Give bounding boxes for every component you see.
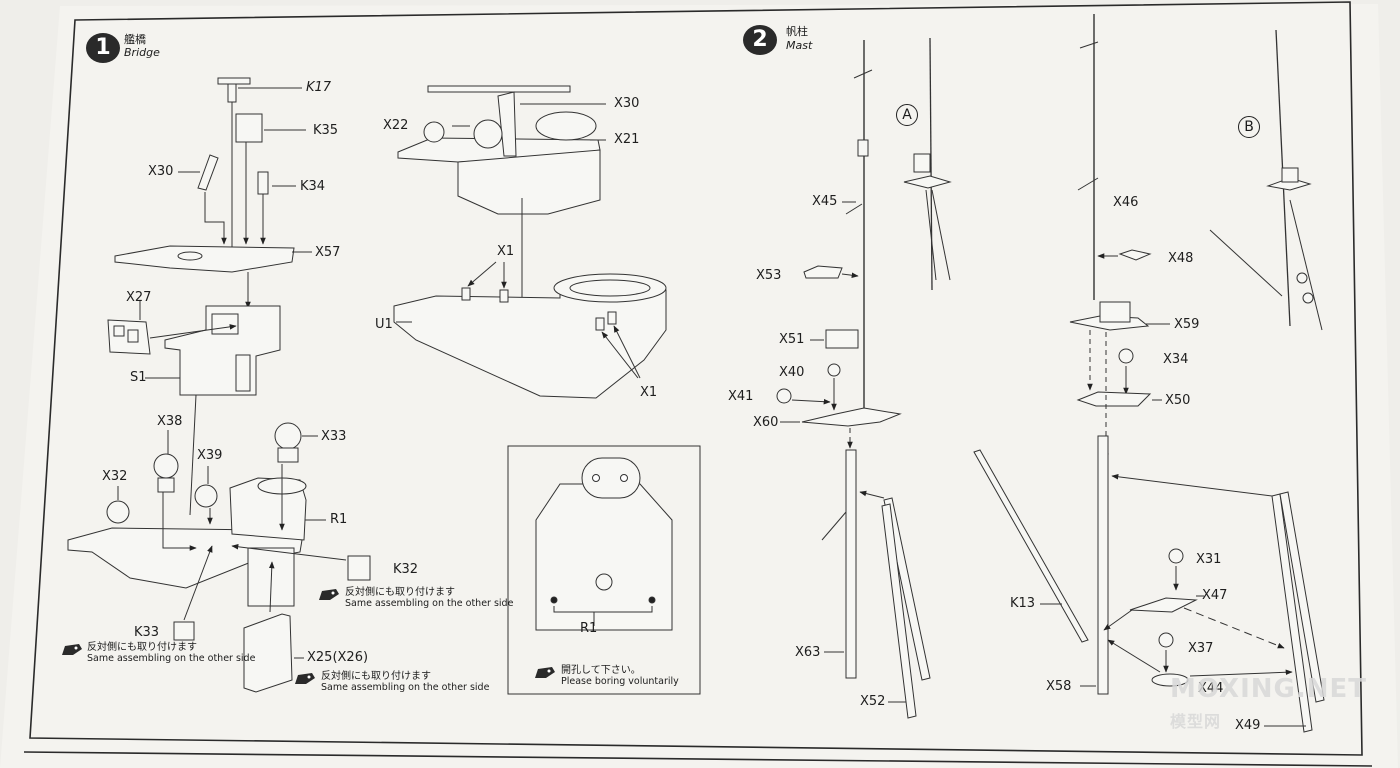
- part-label-x21: X21: [614, 132, 640, 147]
- step-2-title-en: Mast: [786, 39, 813, 52]
- note-jp: 反対側にも取り付けます: [345, 587, 455, 598]
- part-label-x59: X59: [1174, 317, 1200, 332]
- note-en: Same assembling on the other side: [87, 653, 256, 664]
- part-label-x1-lower: X1: [640, 385, 658, 400]
- part-label-x53: X53: [756, 268, 782, 283]
- part-label-k33: K33: [134, 625, 160, 640]
- part-label-x49: X49: [1235, 718, 1261, 733]
- part-label-x30-bridge: X30: [148, 164, 174, 179]
- hand-drill-icon: [295, 673, 315, 684]
- part-label-k13: K13: [1010, 596, 1036, 611]
- part-label-x30-upper: X30: [614, 96, 640, 111]
- variant-a-marker: A: [896, 104, 918, 126]
- step-1-title-en: Bridge: [124, 46, 160, 59]
- part-label-x57: X57: [315, 245, 341, 260]
- part-label-x47: X47: [1202, 588, 1228, 603]
- note-en: Same assembling on the other side: [345, 598, 514, 609]
- part-label-u1: U1: [375, 317, 393, 332]
- part-label-x37: X37: [1188, 641, 1214, 656]
- part-label-x60: X60: [753, 415, 779, 430]
- note-boring-jp: 開孔して下さい。: [561, 665, 641, 676]
- part-label-x45: X45: [812, 194, 838, 209]
- part-label-r1: R1: [330, 512, 348, 527]
- part-label-x58: X58: [1046, 679, 1072, 694]
- part-label-k32: K32: [393, 562, 419, 577]
- step-2-badge: 2: [743, 25, 777, 55]
- part-label-x1-upper: X1: [497, 244, 515, 259]
- part-label-x27: X27: [126, 290, 152, 305]
- note-en: Same assembling on the other side: [321, 682, 490, 693]
- part-label-x39: X39: [197, 448, 223, 463]
- variant-b-marker: B: [1238, 116, 1260, 138]
- step-2-title-jp: 帆柱: [786, 25, 808, 38]
- hand-drill-icon: [319, 589, 339, 600]
- part-label-x32: X32: [102, 469, 128, 484]
- part-label-x50: X50: [1165, 393, 1191, 408]
- part-label-x46: X46: [1113, 195, 1139, 210]
- part-label-x40: X40: [779, 365, 805, 380]
- part-label-x41: X41: [728, 389, 754, 404]
- hand-drill-icon: [535, 667, 555, 678]
- part-label-k17: K17: [306, 80, 332, 95]
- watermark-subtext: 模型网: [1170, 712, 1222, 731]
- part-label-s1: S1: [130, 370, 147, 385]
- part-label-x52: X52: [860, 694, 886, 709]
- part-label-x33: X33: [321, 429, 347, 444]
- part-label-x25-x26: X25(X26): [307, 650, 369, 665]
- note-jp: 反対側にも取り付けます: [321, 671, 431, 682]
- part-label-x31: X31: [1196, 552, 1222, 567]
- part-label-x63: X63: [795, 645, 821, 660]
- part-label-k34: K34: [300, 179, 326, 194]
- part-label-k35: K35: [313, 123, 339, 138]
- part-label-x48: X48: [1168, 251, 1194, 266]
- panel-frame: [23, 1, 1373, 767]
- note-boring-en: Please boring voluntarily: [561, 676, 679, 687]
- inset-label-r1: R1: [580, 621, 598, 636]
- part-label-x22: X22: [383, 118, 409, 133]
- part-label-x51: X51: [779, 332, 805, 347]
- step-1-title-jp: 艦橋: [124, 33, 146, 46]
- note-boring: 開孔して下さい。Please boring voluntarily: [561, 665, 679, 687]
- part-label-x34: X34: [1163, 352, 1189, 367]
- hand-drill-icon: [62, 644, 82, 655]
- note-jp: 反対側にも取り付けます: [87, 642, 197, 653]
- part-label-x44: X44: [1198, 681, 1224, 696]
- step-1-badge: 1: [86, 33, 120, 63]
- part-label-x38: X38: [157, 414, 183, 429]
- watermark-text: MOXING.NET: [1170, 674, 1368, 704]
